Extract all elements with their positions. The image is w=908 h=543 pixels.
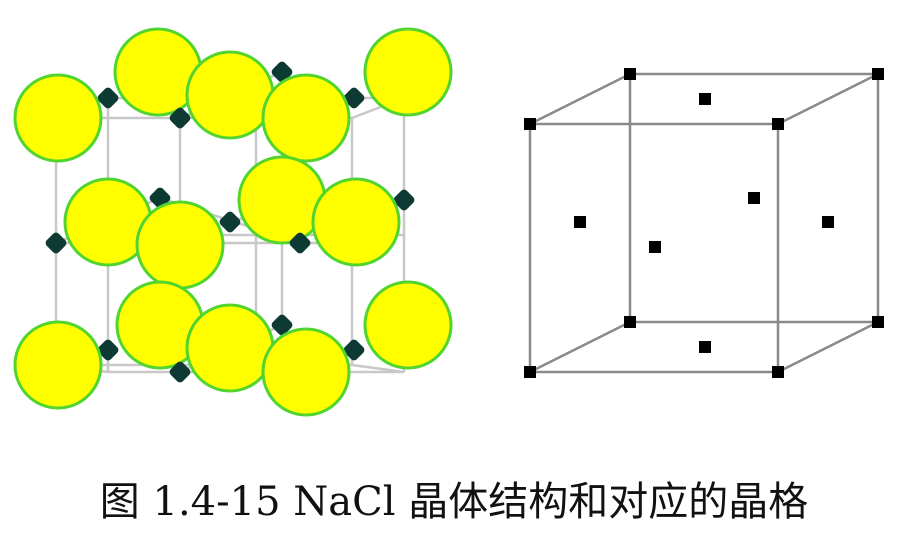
- figure: [13, 27, 884, 417]
- sodium-ion: [271, 314, 293, 336]
- lattice-point: [624, 316, 636, 328]
- chloride-ion: [13, 73, 103, 163]
- lattice-point: [872, 68, 884, 80]
- lattice-point: [574, 216, 586, 228]
- chloride-ion: [261, 73, 351, 163]
- chloride-ion: [363, 280, 453, 370]
- fcc-lattice: [528, 72, 880, 374]
- lattice-point: [624, 68, 636, 80]
- sodium-ion: [393, 189, 415, 211]
- sodium-ion: [289, 232, 311, 254]
- sodium-ion: [169, 107, 191, 129]
- chloride-ion: [185, 303, 275, 393]
- lattice-point: [872, 316, 884, 328]
- lattice-edge: [529, 72, 631, 126]
- lattice-points: [524, 68, 884, 378]
- lattice-point: [524, 366, 536, 378]
- sodium-ion: [271, 61, 293, 83]
- nacl-ions: [13, 27, 453, 417]
- lattice-point: [649, 241, 661, 253]
- lattice-edge: [777, 72, 879, 126]
- chloride-ion: [185, 50, 275, 140]
- nacl-crystal-structure: [13, 27, 884, 417]
- lattice-point: [772, 366, 784, 378]
- chloride-ion: [237, 155, 327, 245]
- lattice-edge: [777, 320, 879, 374]
- lattice-point: [772, 118, 784, 130]
- sodium-ion: [97, 87, 119, 109]
- chloride-ion: [261, 327, 351, 417]
- chloride-ion: [135, 200, 225, 290]
- sodium-ion: [169, 361, 191, 383]
- lattice-point: [524, 118, 536, 130]
- figure-caption: 图 1.4-15 NaCl 晶体结构和对应的晶格: [99, 479, 809, 525]
- lattice-point: [699, 93, 711, 105]
- chloride-ion: [311, 177, 401, 267]
- chloride-ion: [13, 320, 103, 410]
- sodium-ion: [343, 87, 365, 109]
- sodium-ion: [97, 339, 119, 361]
- sodium-ion: [343, 339, 365, 361]
- lattice-point: [699, 341, 711, 353]
- sodium-ion: [45, 232, 67, 254]
- lattice-edge: [529, 320, 631, 374]
- chloride-ion: [363, 27, 453, 117]
- sodium-ion: [219, 211, 241, 233]
- lattice-point: [822, 216, 834, 228]
- lattice-point: [748, 192, 760, 204]
